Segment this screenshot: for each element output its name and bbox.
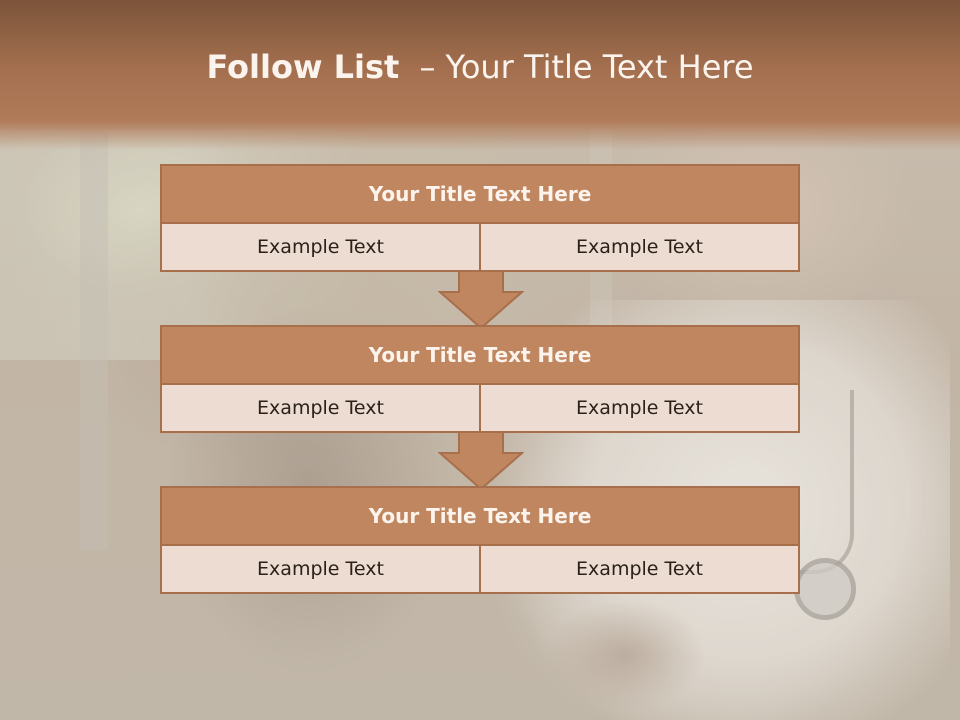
background-pillar	[80, 130, 108, 550]
block-row: Example Text Example Text	[162, 385, 798, 431]
block-title: Your Title Text Here	[162, 166, 798, 224]
block-cell-right: Example Text	[479, 224, 798, 270]
slide-title-bold: Follow List	[206, 48, 400, 86]
list-block-2: Your Title Text Here Example Text Exampl…	[160, 325, 800, 433]
list-block-3: Your Title Text Here Example Text Exampl…	[160, 486, 800, 594]
slide-title-separator: –	[419, 48, 436, 86]
block-cell-left: Example Text	[162, 546, 479, 592]
down-arrow-icon	[438, 431, 524, 491]
slide-title: Follow List –Your Title Text Here	[0, 48, 960, 86]
block-title: Your Title Text Here	[162, 488, 798, 546]
block-cell-left: Example Text	[162, 385, 479, 431]
block-cell-right: Example Text	[479, 385, 798, 431]
block-cell-left: Example Text	[162, 224, 479, 270]
title-band	[0, 0, 960, 150]
block-row: Example Text Example Text	[162, 224, 798, 270]
block-title: Your Title Text Here	[162, 327, 798, 385]
down-arrow-icon	[438, 270, 524, 330]
background-hands	[545, 600, 705, 710]
block-cell-right: Example Text	[479, 546, 798, 592]
slide-title-rest: Your Title Text Here	[445, 48, 754, 86]
block-row: Example Text Example Text	[162, 546, 798, 592]
list-block-1: Your Title Text Here Example Text Exampl…	[160, 164, 800, 272]
